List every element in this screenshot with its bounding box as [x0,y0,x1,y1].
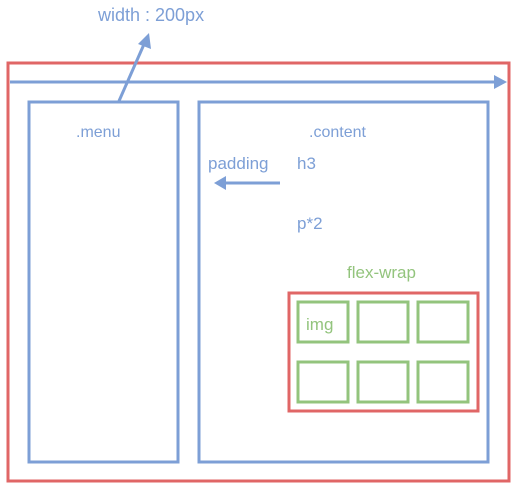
menu-box [27,100,180,464]
img-box [296,360,350,404]
p-label: p*2 [297,214,323,233]
img-box [356,360,410,404]
img-box [356,300,410,344]
width-label: width : 200px [98,5,205,25]
padding-arrow-head [214,176,226,190]
horizontal-arrow-head [494,75,507,89]
flex-wrap-box [287,291,480,413]
width-arrow [117,41,147,102]
menu-label: .menu [76,124,121,141]
img-box [416,300,470,344]
width-arrow-head [138,33,151,49]
img-box [416,360,470,404]
h3-label: h3 [297,154,316,173]
outer-container-box [6,61,511,483]
content-box [197,100,490,464]
padding-label: padding [208,154,269,173]
img-label: img [306,315,334,334]
flex-wrap-label: flex-wrap [347,263,416,282]
img-box [296,300,350,344]
content-label: .content [309,124,366,141]
